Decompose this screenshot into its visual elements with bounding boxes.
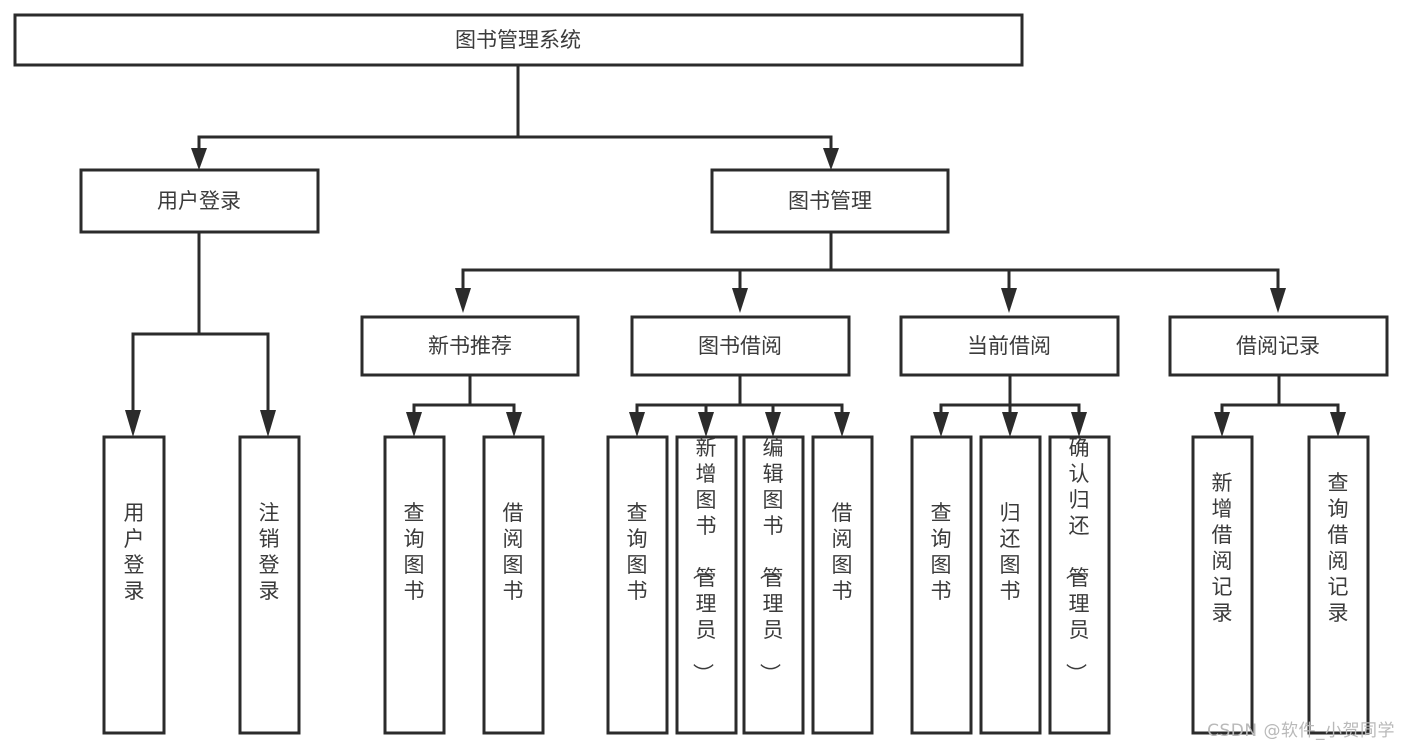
node-borrow-record-box[interactable] bbox=[1168, 315, 1389, 377]
node-new-book-rec-label: 新书推荐 bbox=[428, 334, 512, 358]
arrowhead-leaf-edit-book bbox=[765, 412, 781, 437]
node-leaf-add-book[interactable]: 新增图书（管理员） bbox=[675, 435, 738, 735]
node-leaf-query-record[interactable]: 查询借阅记录 bbox=[1307, 435, 1370, 735]
node-borrow-record[interactable]: 借阅记录 bbox=[1168, 315, 1389, 377]
arrowhead-leaf-query-book-a bbox=[406, 412, 422, 437]
node-leaf-edit-book-label: 编辑图书（管理员） bbox=[758, 436, 784, 684]
arrowhead-leaf-user-logout bbox=[260, 410, 276, 437]
node-current-borrow[interactable]: 当前借阅 bbox=[899, 315, 1120, 377]
arrowhead-leaf-query-book-b bbox=[629, 412, 645, 437]
node-leaf-query-book-c-box[interactable] bbox=[910, 435, 973, 735]
arrowhead-book-borrow bbox=[732, 288, 748, 313]
node-leaf-borrow-book-a-box[interactable] bbox=[482, 435, 545, 735]
arrowhead-leaf-confirm-return bbox=[1071, 412, 1087, 437]
node-user-login[interactable]: 用户登录 bbox=[79, 168, 320, 234]
arrowhead-book-mgmt bbox=[823, 148, 839, 170]
node-book-borrow-label: 图书借阅 bbox=[698, 334, 782, 358]
node-new-book-rec-box[interactable] bbox=[360, 315, 580, 377]
node-leaf-user-logout-box[interactable] bbox=[238, 435, 301, 735]
node-leaf-query-record-label: 查询借阅记录 bbox=[1328, 471, 1349, 625]
node-book-borrow-box[interactable] bbox=[630, 315, 851, 377]
arrowhead-borrow-record bbox=[1270, 288, 1286, 313]
node-leaf-add-book-box[interactable] bbox=[675, 435, 738, 735]
node-root-label: 图书管理系统 bbox=[455, 28, 581, 52]
node-book-mgmt-box[interactable] bbox=[710, 168, 950, 234]
node-leaf-add-record[interactable]: 新增借阅记录 bbox=[1191, 435, 1254, 735]
node-leaf-query-book-b-box[interactable] bbox=[606, 435, 669, 735]
arrowhead-leaf-borrow-book-b bbox=[834, 412, 850, 437]
node-borrow-record-label: 借阅记录 bbox=[1236, 334, 1320, 358]
node-user-login-label: 用户登录 bbox=[157, 189, 241, 213]
node-leaf-edit-book[interactable]: 编辑图书（管理员） bbox=[742, 435, 805, 735]
node-leaf-user-logout[interactable]: 注销登录 bbox=[238, 435, 301, 735]
node-leaf-user-login[interactable]: 用户登录 bbox=[102, 435, 166, 735]
node-leaf-query-book-b[interactable]: 查询图书 bbox=[606, 435, 669, 735]
node-leaf-borrow-book-b-label: 借阅图书 bbox=[832, 501, 853, 603]
node-leaf-return-book-box[interactable] bbox=[979, 435, 1042, 735]
arrowhead-leaf-add-book bbox=[698, 412, 714, 437]
node-leaf-return-book-label: 归还图书 bbox=[1000, 501, 1021, 603]
node-leaf-query-book-a-label: 查询图书 bbox=[404, 501, 425, 603]
node-book-mgmt-label: 图书管理 bbox=[788, 189, 872, 213]
node-leaf-borrow-book-a[interactable]: 借阅图书 bbox=[482, 435, 545, 735]
arrowhead-leaf-query-book-c bbox=[933, 412, 949, 437]
node-leaf-borrow-book-b[interactable]: 借阅图书 bbox=[811, 435, 874, 735]
node-current-borrow-label: 当前借阅 bbox=[967, 334, 1051, 358]
node-leaf-add-record-label: 新增借阅记录 bbox=[1212, 471, 1233, 625]
node-book-borrow[interactable]: 图书借阅 bbox=[630, 315, 851, 377]
node-leaf-confirm-return-box[interactable] bbox=[1048, 435, 1111, 735]
arrowhead-leaf-return-book bbox=[1002, 412, 1018, 437]
node-leaf-user-login-label: 用户登录 bbox=[124, 501, 145, 603]
arrowhead-leaf-borrow-book-a bbox=[506, 412, 522, 437]
arrowhead-current-borrow bbox=[1001, 288, 1017, 313]
node-leaf-query-book-c[interactable]: 查询图书 bbox=[910, 435, 973, 735]
arrowhead-new-book-rec bbox=[455, 288, 471, 313]
node-leaf-confirm-return[interactable]: 确认归还（管理员） bbox=[1048, 435, 1111, 735]
node-leaf-user-login-box[interactable] bbox=[102, 435, 166, 735]
node-leaf-query-book-b-label: 查询图书 bbox=[627, 501, 648, 603]
node-leaf-confirm-return-label: 确认归还（管理员） bbox=[1064, 436, 1090, 684]
node-leaf-borrow-book-b-box[interactable] bbox=[811, 435, 874, 735]
node-leaf-query-book-a-box[interactable] bbox=[383, 435, 446, 735]
node-leaf-add-book-label: 新增图书（管理员） bbox=[691, 436, 717, 684]
arrowhead-leaf-query-record bbox=[1330, 412, 1346, 437]
node-leaf-query-record-box[interactable] bbox=[1307, 435, 1370, 735]
node-leaf-user-logout-label: 注销登录 bbox=[259, 501, 280, 603]
arrowhead-user-login bbox=[191, 148, 207, 170]
arrowhead-leaf-user-login bbox=[125, 410, 141, 437]
node-leaf-borrow-book-a-label: 借阅图书 bbox=[503, 501, 524, 603]
node-new-book-rec[interactable]: 新书推荐 bbox=[360, 315, 580, 377]
node-leaf-return-book[interactable]: 归还图书 bbox=[979, 435, 1042, 735]
connector-layer bbox=[125, 63, 1346, 437]
node-leaf-query-book-a[interactable]: 查询图书 bbox=[383, 435, 446, 735]
node-current-borrow-box[interactable] bbox=[899, 315, 1120, 377]
node-root-box[interactable] bbox=[13, 13, 1024, 67]
arrowhead-leaf-add-record bbox=[1214, 412, 1230, 437]
node-book-mgmt[interactable]: 图书管理 bbox=[710, 168, 950, 234]
node-user-login-box[interactable] bbox=[79, 168, 320, 234]
node-leaf-add-record-box[interactable] bbox=[1191, 435, 1254, 735]
node-leaf-edit-book-box[interactable] bbox=[742, 435, 805, 735]
node-root[interactable]: 图书管理系统 bbox=[13, 13, 1024, 67]
node-leaf-query-book-c-label: 查询图书 bbox=[931, 501, 952, 603]
